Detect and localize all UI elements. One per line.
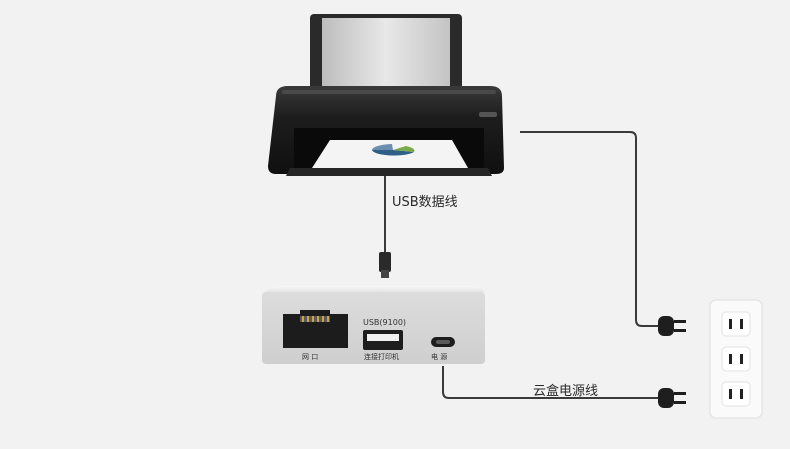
socket-outlet-1 — [722, 312, 750, 336]
cloud-box-top — [266, 286, 484, 292]
printer-power-plug — [658, 316, 674, 336]
printer-power-cable — [520, 132, 686, 336]
usb-port — [363, 330, 403, 350]
socket-outlet-2 — [722, 347, 750, 371]
socket-outlet-3 — [722, 382, 750, 406]
printer-button — [479, 112, 497, 117]
usb-port-sublabel: 连接打印机 — [364, 352, 399, 362]
power-cable-label: 云盒电源线 — [533, 380, 598, 399]
printer-top-highlight — [282, 90, 496, 94]
wall-socket-strip — [710, 300, 762, 418]
box-power-plug — [658, 388, 674, 408]
usb-cable-label: USB数据线 — [392, 191, 458, 210]
power-port-label: 电 源 — [431, 352, 447, 362]
usb-cable-connector — [379, 252, 391, 272]
lan-port-label: 网 口 — [302, 352, 318, 362]
power-port — [431, 337, 455, 347]
usb-data-cable — [379, 176, 391, 278]
usb-port-title: USB(9100) — [363, 318, 406, 327]
lan-port — [283, 310, 348, 348]
printer — [268, 14, 504, 176]
printer-front-lip — [286, 168, 492, 176]
